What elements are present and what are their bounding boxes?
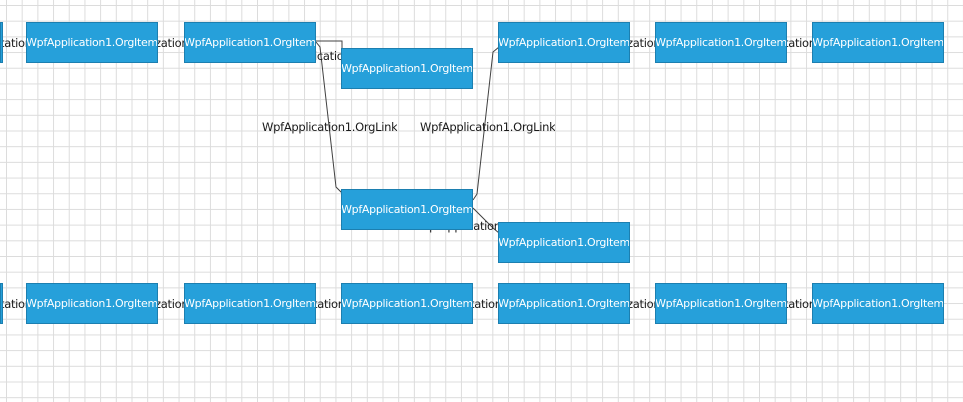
link-label: tation [784, 297, 814, 311]
org-item-node[interactable]: WpfApplication1.OrgItem [498, 222, 630, 263]
link-label: tation [0, 36, 26, 50]
link-label: zation [155, 297, 187, 311]
connector-line[interactable] [316, 40, 343, 48]
org-item-node[interactable]: WpfApplication1.OrgItem [812, 22, 944, 63]
link-label: tation [313, 297, 343, 311]
org-item-node[interactable]: WpfApplication1.OrgItem [655, 283, 787, 324]
org-item-node[interactable]: WpfApplication1.OrgItem [184, 283, 316, 324]
link-label: tation [470, 297, 500, 311]
link-label: WpfApplication1.OrgLink [262, 120, 398, 134]
link-label: zation [627, 36, 657, 50]
org-item-node[interactable]: WpfApplication1.OrgItem [812, 283, 944, 324]
org-item-node[interactable]: WpfApplication1.OrgItem [184, 22, 316, 63]
org-item-node[interactable]: WpfApplication1.OrgItem [655, 22, 787, 63]
link-label: tation [784, 36, 814, 50]
org-item-node[interactable]: WpfApplication1.OrgItem [341, 189, 473, 230]
link-label: zation [155, 36, 187, 50]
link-label: WpfApplication1.OrgLink [420, 120, 556, 134]
connector-line[interactable] [315, 41, 343, 194]
org-item-node[interactable]: WpfApplication1.OrgItem [341, 48, 473, 89]
org-item-node[interactable]: WpfApplication1.OrgItem [26, 283, 158, 324]
connector-line[interactable] [472, 207, 500, 234]
org-item-node[interactable]: WpfApplication1.OrgItem [498, 283, 630, 324]
connector-line[interactable] [472, 46, 500, 201]
org-item-node[interactable] [0, 22, 3, 63]
link-label: ication [314, 49, 342, 63]
org-item-node[interactable]: WpfApplication1.OrgItem [341, 283, 473, 324]
org-item-node[interactable] [0, 283, 3, 324]
link-label: zation [627, 297, 657, 311]
org-item-node[interactable]: WpfApplication1.OrgItem [498, 22, 630, 63]
link-label: tation [0, 297, 26, 311]
org-item-node[interactable]: WpfApplication1.OrgItem [26, 22, 158, 63]
